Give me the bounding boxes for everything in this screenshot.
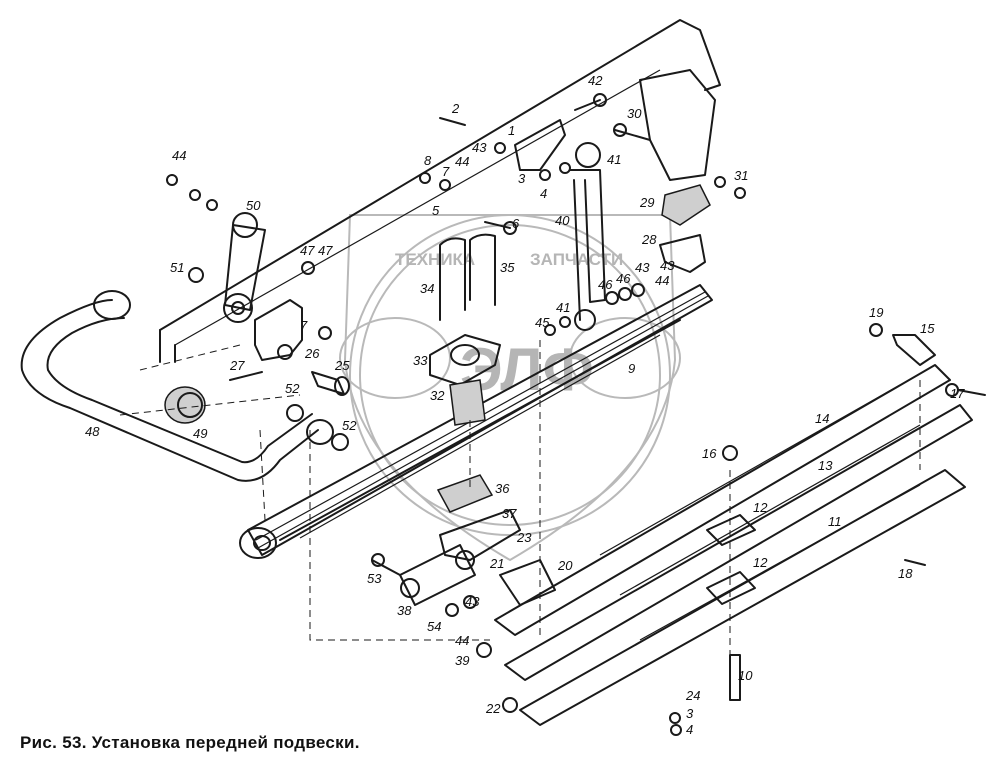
part-label: 3 [686,706,694,721]
part-label: 47 [318,243,333,258]
part-label: 34 [420,281,434,296]
part-label: 30 [627,106,642,121]
part-label: 7 [442,164,450,179]
leaf-14 [494,364,951,636]
part-label: 43 [465,594,480,609]
part-label: 46 [616,271,631,286]
part-label: 43 [472,140,487,155]
bracket-7 [254,299,303,361]
part-label: 31 [734,168,748,183]
part-label: 25 [334,358,350,373]
part-label: 53 [367,571,382,586]
leaf-11 [519,469,966,726]
part-label: 12 [753,500,768,515]
part-label: 16 [702,446,717,461]
part-label: 43 [660,258,675,273]
part-label: 41 [556,300,570,315]
bracket-37 [439,509,521,561]
part-label: 6 [512,216,520,231]
part-label: 8 [424,153,432,168]
part-label: 44 [455,154,469,169]
bushing-49 [164,386,206,424]
part-label: 38 [397,603,412,618]
part-label: 13 [818,458,833,473]
part-label: 15 [920,321,935,336]
part-label: 4 [540,186,547,201]
part-label: 48 [85,424,100,439]
assembly-lines [119,340,921,660]
part-label: 33 [413,353,428,368]
part-label: 10 [738,668,753,683]
part-label: 35 [500,260,515,275]
rubber-32 [449,379,486,426]
shackle-20 [499,559,556,606]
part-label: 29 [639,195,654,210]
part-label: 36 [495,481,510,496]
pad-33 [429,334,501,386]
part-label: 18 [898,566,913,581]
part-label: 41 [607,152,621,167]
part-label: 50 [246,198,261,213]
stabilizer-bar [20,290,334,482]
shock-absorber [569,142,606,331]
watermark-emblem-letters: ЭЛФ [460,336,594,403]
part-label: 1 [508,123,515,138]
part-label: 4 [686,722,693,737]
part-label: 14 [815,411,829,426]
part-label: 22 [485,701,501,716]
part-label: 52 [285,381,300,396]
part-label: 5 [432,203,440,218]
part-label: 12 [753,555,768,570]
part-label: 39 [455,653,469,668]
part-label: 42 [588,73,603,88]
part-label: 9 [628,361,635,376]
part-label: 19 [869,305,883,320]
part-label: 20 [557,558,573,573]
part-label: 23 [516,530,532,545]
part-label: 44 [172,148,186,163]
stabilizer-link [223,212,266,323]
part-label: 3 [518,171,526,186]
shackle-38 [399,544,476,606]
frame-rail [159,19,721,363]
part-label: 21 [489,556,504,571]
part-label: 49 [193,426,207,441]
part-label: 52 [342,418,357,433]
fasteners [166,93,986,736]
part-label: 11 [828,514,842,529]
pin-18 [904,559,926,566]
part-label: 32 [430,388,445,403]
pin-25 [311,371,350,396]
shock-bracket [514,119,566,171]
part-labels: 2 42 30 1 43 44 8 7 3 4 41 31 29 5 6 40 … [85,73,965,737]
part-label: 28 [641,232,657,247]
part-label: 24 [685,688,700,703]
part-label: 17 [950,386,965,401]
part-label: 44 [655,273,669,288]
part-label: 51 [170,260,184,275]
u-bolts [439,233,496,321]
part-label: 27 [229,358,245,373]
part-label: 45 [535,315,550,330]
leaf-13 [504,404,973,681]
part-label: 40 [555,213,570,228]
clamp-15 [892,334,936,366]
plate-12-upper [706,514,756,546]
part-label: 43 [635,260,650,275]
part-label: 44 [455,633,469,648]
block-36 [436,474,494,513]
plate-12-lower [706,571,756,605]
watermark-left-word: ТЕХНИКА [395,250,475,269]
part-label: 26 [304,346,320,361]
part-label: 7 [300,318,308,333]
part-label: 46 [598,277,613,292]
part-label: 47 [300,243,315,258]
center-bolt-10 [729,654,741,701]
part-label: 2 [451,101,460,116]
part-label: 54 [427,619,441,634]
part-label: 37 [502,506,517,521]
figure-caption: Рис. 53. Установка передней подвески. [20,733,360,752]
